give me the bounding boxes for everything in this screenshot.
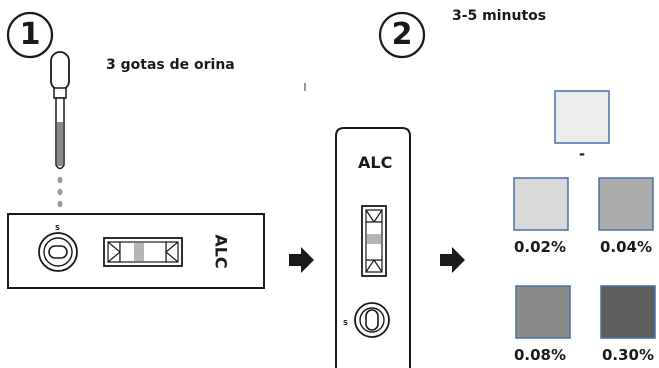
drop-3: [57, 200, 63, 208]
test-cassette-vertical: [335, 127, 411, 368]
step-1-caption: 3 gotas de orina: [106, 57, 235, 73]
result-label-0-08: 0.08%: [513, 346, 567, 364]
step-1-number: 1: [19, 17, 41, 52]
cassette-label-horizontal: ALC: [211, 234, 231, 269]
result-window-vertical: [361, 205, 387, 277]
result-swatch-0-04: [598, 177, 654, 231]
step-2-circle: [378, 11, 426, 59]
result-swatch-negative: [554, 90, 610, 144]
result-swatch-0-08: [515, 285, 571, 339]
step-2-caption: 3-5 minutos: [452, 8, 547, 24]
result-label-0-02: 0.02%: [513, 238, 567, 256]
urine-drops: [57, 176, 63, 208]
drop-1: [57, 176, 63, 184]
result-window: [103, 237, 183, 267]
step-1-circle: [6, 11, 54, 59]
result-swatch-0-30: [600, 285, 656, 339]
dropper-icon: [50, 51, 70, 170]
result-swatch-0-02: [513, 177, 569, 231]
cassette-label-vertical: ALC: [358, 153, 393, 172]
result-label-0-04: 0.04%: [599, 238, 653, 256]
result-label-0-30: 0.30%: [601, 346, 655, 364]
sample-mark-vertical: S: [343, 319, 349, 327]
drop-2: [57, 188, 63, 196]
sample-mark: S: [55, 224, 61, 232]
step-2-number: 2: [391, 17, 413, 52]
arrow-right-icon: [440, 247, 465, 273]
arrow-right-icon: [289, 247, 314, 273]
test-cassette-horizontal: [7, 213, 265, 289]
result-label-negative: -: [578, 145, 586, 163]
